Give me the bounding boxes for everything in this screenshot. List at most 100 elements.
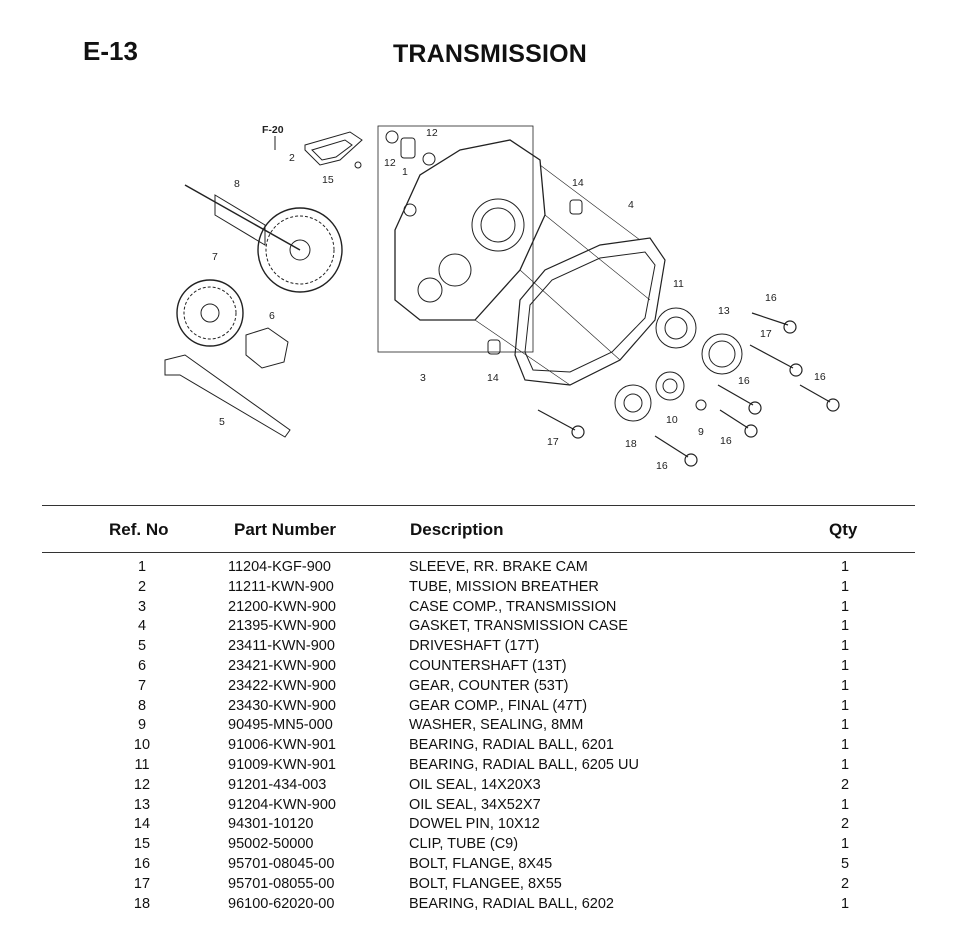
- part-number-cell: 23411-KWN-900: [228, 638, 335, 655]
- qty-cell: 2: [840, 875, 850, 892]
- flange-bolt: [717, 384, 754, 406]
- final-gear-shaft: [184, 184, 301, 251]
- final-gear: [257, 207, 343, 293]
- part-number-cell: 23422-KWN-900: [228, 677, 336, 694]
- callout-label: 11: [673, 278, 684, 290]
- qty-cell: 1: [840, 677, 850, 694]
- description-cell: TUBE, MISSION BREATHER: [409, 578, 599, 595]
- flange-bolt: [719, 409, 749, 429]
- description-cell: DRIVESHAFT (17T): [409, 638, 540, 655]
- qty-cell: 2: [840, 816, 850, 833]
- sealing-washer: [695, 399, 707, 411]
- ref-cell: 5: [137, 638, 147, 655]
- callout-label: 16: [738, 375, 750, 387]
- description-cell: GEAR, COUNTER (53T): [409, 677, 569, 694]
- callout-label: 16: [814, 371, 826, 383]
- callout-label: 17: [760, 328, 772, 340]
- qty-cell: 1: [840, 895, 850, 912]
- dowel-pin: [569, 199, 583, 215]
- case-group-box: [377, 125, 534, 353]
- qty-cell: 1: [840, 717, 850, 734]
- tube-clip: [354, 161, 362, 169]
- ref-cell: 1: [137, 559, 147, 575]
- callout-label: 12: [384, 157, 396, 169]
- description-cell: DOWEL PIN, 10X12: [409, 816, 540, 833]
- ref-tag: F-20: [262, 124, 284, 136]
- callout-label: 9: [698, 426, 704, 438]
- qty-cell: 1: [840, 836, 850, 853]
- col-header-ref: Ref. No: [109, 520, 169, 539]
- ref-cell: 2: [137, 578, 147, 595]
- part-number-cell: 23421-KWN-900: [228, 657, 336, 674]
- callout-label: 16: [656, 460, 668, 472]
- part-number-cell: 91009-KWN-901: [228, 756, 336, 773]
- callout-label: 3: [420, 372, 426, 384]
- ref-cell: 11: [134, 756, 150, 773]
- col-header-part: Part Number: [234, 520, 337, 539]
- table-row: 5 23411-KWN-900 DRIVESHAFT (17T) 1: [0, 638, 974, 658]
- col-header-qty: Qty: [829, 520, 858, 539]
- transmission-case: [394, 139, 546, 321]
- ref-cell: 6: [137, 657, 147, 674]
- page-code: E-13: [83, 36, 138, 66]
- part-number-cell: 21200-KWN-900: [228, 598, 336, 615]
- flange-bolt: [751, 312, 789, 326]
- qty-cell: 2: [840, 776, 850, 793]
- qty-cell: 1: [840, 598, 850, 615]
- description-cell: SLEEVE, RR. BRAKE CAM: [409, 559, 588, 575]
- ref-cell: 13: [133, 796, 151, 813]
- ref-cell: 12: [133, 776, 151, 793]
- col-header-desc: Description: [410, 520, 504, 539]
- part-number-cell: 91006-KWN-901: [228, 737, 336, 754]
- oil-seal: [422, 152, 436, 166]
- qty-cell: 5: [840, 855, 850, 872]
- flange-bolt: [537, 409, 576, 431]
- driveshaft: [164, 354, 291, 438]
- bearing: [655, 371, 685, 401]
- qty-cell: 1: [840, 697, 850, 714]
- callout-label: 12: [426, 127, 438, 139]
- description-cell: CASE COMP., TRANSMISSION: [409, 598, 617, 615]
- bearing: [655, 307, 697, 349]
- callout-label: 6: [269, 310, 275, 322]
- qty-cell: 1: [840, 796, 850, 813]
- ref-cell: 8: [137, 697, 147, 714]
- part-number-cell: 11204-KGF-900: [228, 559, 331, 575]
- callout-label: 16: [720, 435, 732, 447]
- qty-cell: 1: [840, 578, 850, 595]
- oil-seal-large: [701, 333, 743, 375]
- ref-cell: 14: [133, 816, 151, 833]
- callout-label: 5: [219, 416, 225, 428]
- flange-bolt: [799, 384, 831, 403]
- page-title: TRANSMISSION: [392, 40, 588, 68]
- table-top-rule: [42, 505, 915, 506]
- description-cell: BOLT, FLANGEE, 8X55: [409, 875, 562, 892]
- table-row: 14 94301-10120 DOWEL PIN, 10X12 2: [0, 816, 974, 836]
- callout-label: 14: [487, 372, 499, 384]
- qty-cell: 1: [840, 638, 850, 655]
- part-number-cell: 94301-10120: [228, 816, 314, 833]
- callout-label: 17: [547, 436, 559, 448]
- callout-label: 15: [322, 174, 334, 186]
- gasket: [514, 237, 666, 386]
- dowel-pin: [487, 339, 501, 355]
- ref-cell: 15: [133, 836, 151, 853]
- part-number-cell: 96100-62020-00: [228, 895, 335, 912]
- ref-cell: 18: [133, 895, 151, 912]
- part-number-cell: 90495-MN5-000: [228, 717, 333, 734]
- oil-seal: [385, 130, 399, 144]
- description-cell: BEARING, RADIAL BALL, 6201: [409, 737, 614, 754]
- part-number-cell: 91201-434-003: [228, 776, 327, 793]
- callout-label: 2: [289, 152, 295, 164]
- countershaft: [245, 327, 289, 369]
- flange-bolt: [654, 435, 689, 458]
- description-cell: BEARING, RADIAL BALL, 6202: [409, 895, 614, 912]
- callout-label: 1: [402, 166, 408, 178]
